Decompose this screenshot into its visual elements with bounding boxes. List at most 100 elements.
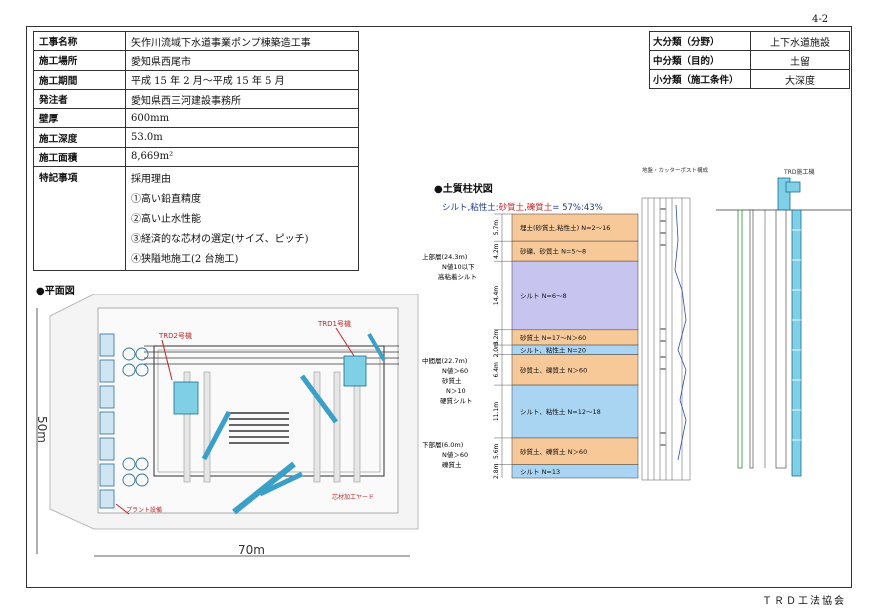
soil-layer-label: 砂礫、砂質土 N=5～8	[520, 247, 586, 256]
soil-layer-label: 砂質土、礫質土 N＞60	[520, 447, 587, 456]
table-row: 発注者愛知県西三河建設事務所	[33, 88, 359, 110]
soil-layer-label: 埋土(砂質土,粘性土) N=2～16	[520, 223, 610, 232]
yard-label: 芯材加工ヤード	[332, 493, 374, 501]
reason-item: ③経済的な芯材の選定(サイズ、ピッチ)	[131, 234, 309, 246]
classification-table: 大分類（分野）上下水道施設 中分類（目的）土留 小分類（施工条件）大深度	[649, 31, 850, 89]
table-row: 小分類（施工条件）大深度	[649, 69, 850, 89]
dim-horizontal: 70m	[238, 543, 265, 557]
soil-layer	[511, 354, 639, 386]
info-key: 施工期間	[33, 69, 126, 90]
footer-org: ＴＲＤ工法協会	[762, 596, 846, 607]
soil-heading: ●土質柱状図	[434, 184, 493, 195]
soil-layer-label: 砂質土、礫質土 N＞60	[520, 365, 587, 374]
layer-thickness: 5.6m	[493, 443, 500, 459]
dim-vertical: 50m	[35, 416, 49, 443]
trd-machine-1	[299, 333, 386, 424]
group-line: N値10以下	[442, 262, 475, 271]
crane-arm	[258, 471, 304, 497]
info-value: 600mm	[125, 108, 359, 129]
group-title: 中間層(22.7m)	[422, 356, 467, 365]
soil-layer-label: シルト、粘性土 N=12～18	[520, 407, 601, 416]
info-value: 平成 15 年 2 月～平成 15 年 5 月	[125, 69, 359, 90]
special-title: 採用理由	[131, 174, 171, 186]
table-row: 中分類（目的）土留	[649, 50, 850, 70]
piles	[183, 371, 361, 483]
soil-layer	[511, 437, 639, 465]
table-row: 特記事項 採用理由 ①高い鉛直精度 ②高い止水性能 ③経済的な芯材の選定(サイズ…	[33, 166, 359, 272]
info-value: 矢作川流域下水道事業ポンプ棟築造工事	[125, 30, 359, 52]
layer-thickness: 3.2m	[493, 330, 500, 346]
info-key: 施工場所	[33, 50, 126, 71]
info-key: 施工面積	[33, 146, 126, 168]
soil-layer	[511, 384, 639, 439]
soil-layer-label: シルト、粘性土 N=20	[520, 345, 586, 354]
table-row: 施工場所愛知県西尾市	[33, 50, 359, 71]
class-key: 小分類（施工条件）	[649, 69, 751, 89]
reason-item: ②高い止水性能	[131, 214, 201, 226]
group-line: 高粘着シルト	[438, 272, 477, 281]
group-line: 礫質土	[442, 460, 462, 469]
class-value: 土留	[750, 50, 850, 70]
class-key: 中分類（目的）	[649, 50, 751, 70]
excavation-line	[157, 349, 381, 473]
layer-thickness: 2.0m	[493, 342, 500, 358]
info-value: 愛知県西尾市	[125, 50, 359, 71]
group-line: N値＞60	[442, 450, 468, 459]
info-key: 壁厚	[33, 108, 126, 129]
plant-label: プラント設備	[126, 506, 162, 514]
class-value: 大深度	[750, 69, 850, 89]
layer-thickness: 4.2m	[493, 243, 500, 259]
page-number: 4-2	[812, 14, 829, 25]
soil-layer-label: 砂質土 N=17～N＞60	[520, 333, 586, 342]
group-line: 砂質土	[442, 376, 462, 385]
reason-item: ①高い鉛直精度	[131, 194, 201, 206]
soil-column-diagram: シルト,粘性土:砂質土,礫質土= 57%:43% 地盤・カッターポスト構成 TR…	[422, 166, 852, 481]
soil-layer	[511, 260, 639, 331]
group-line: 硬質シルト	[440, 396, 473, 405]
group-line: N値＞60	[442, 366, 468, 375]
table-row: 施工期間平成 15 年 2 月～平成 15 年 5 月	[33, 69, 359, 90]
reason-item: ④狭隘地施工(2 台施工)	[131, 254, 239, 266]
log-title: 地盤・カッターポスト構成	[642, 166, 709, 174]
callout-lines	[115, 327, 355, 515]
info-value: 愛知県西三河建設事務所	[125, 88, 359, 110]
log-hatching	[660, 208, 666, 446]
layer-thickness: 2.8m	[493, 463, 500, 479]
group-line: N＞10	[446, 387, 466, 395]
layer-thickness: 14.4m	[493, 286, 500, 305]
soil-layer	[511, 213, 639, 242]
info-key: 工事名称	[33, 30, 126, 52]
layer-thickness: 5.7m	[493, 220, 500, 236]
machine-label: TRD施工機	[783, 168, 814, 176]
page-frame	[26, 26, 852, 588]
trd1-label: TRD1号機	[317, 319, 351, 328]
class-value: 上下水道施設	[750, 31, 850, 51]
info-key: 発注者	[33, 88, 126, 110]
trd2-label: TRD2号機	[158, 331, 192, 340]
wall-section	[716, 209, 852, 469]
trd-machine-2	[173, 381, 232, 461]
soil-layer-label: シルト N=13	[520, 468, 560, 476]
boring-log	[641, 197, 691, 481]
group-title: 上部層(24.3m)	[422, 252, 467, 261]
trd-cutter-post	[777, 177, 802, 477]
project-info-table: 工事名称矢作川流域下水道事業ポンプ棟築造工事 施工場所愛知県西尾市 施工期間平成…	[33, 30, 359, 272]
crane-arm	[232, 461, 296, 515]
table-row: 工事名称矢作川流域下水道事業ポンプ棟築造工事	[33, 30, 359, 52]
steel-stack	[229, 412, 289, 444]
group-title: 下部層(6.0m)	[422, 440, 463, 449]
site-boundary	[97, 307, 399, 514]
class-key: 大分類（分野）	[649, 31, 751, 51]
equipment-column-left	[99, 333, 115, 509]
info-key: 施工深度	[33, 127, 126, 148]
soil-layers: 埋土(砂質土,粘性土) N=2～16 5.7m 砂礫、砂質土 N=5～8 4.2m シル…	[493, 213, 639, 479]
plan-heading: ●平面図	[36, 286, 75, 297]
special-value: 採用理由 ①高い鉛直精度 ②高い止水性能 ③経済的な芯材の選定(サイズ、ピッチ)…	[125, 166, 359, 272]
special-key: 特記事項	[33, 166, 126, 272]
table-row: 大分類（分野）上下水道施設	[649, 31, 850, 51]
info-value: 53.0m	[125, 127, 359, 148]
plant-tanks	[122, 347, 149, 487]
